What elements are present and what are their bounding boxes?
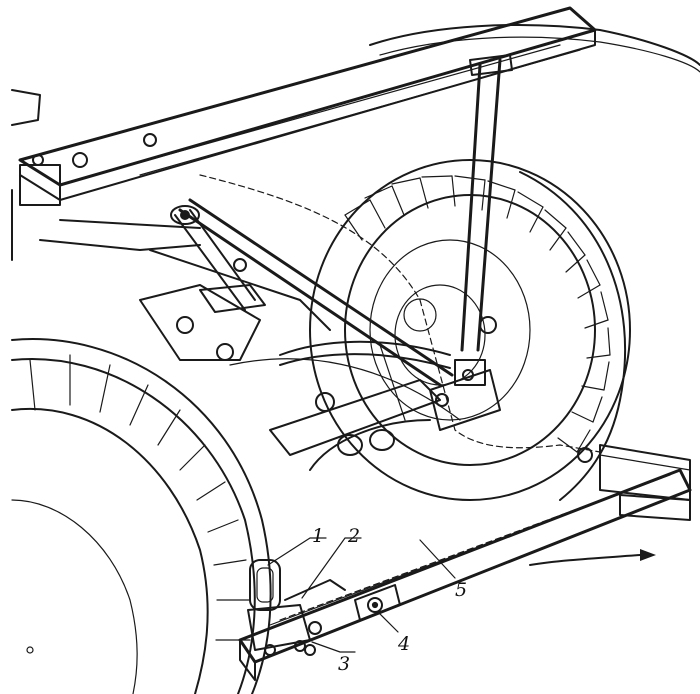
axle-housing [269, 379, 441, 471]
axle-bracket [429, 316, 501, 431]
spring-shackle [247, 559, 346, 656]
mounting-bracket [139, 258, 266, 361]
body-edge [11, 89, 41, 261]
callout-5: 5 [455, 579, 467, 601]
leaf-spring [229, 340, 461, 421]
clamp-bolt [354, 584, 401, 621]
upper-frame-rail [18, 6, 597, 206]
callout-1: 1 [312, 525, 324, 547]
front-wheel [11, 338, 272, 694]
callout-leaders [267, 537, 456, 653]
callout-4: 4 [397, 633, 410, 655]
brake-line [199, 174, 601, 453]
vertical-strut [460, 54, 513, 352]
callout-3: 3 [338, 653, 350, 675]
rotation-arrow [529, 549, 656, 566]
steering-links [39, 209, 331, 331]
rear-fender [369, 24, 700, 66]
callout-2: 2 [347, 525, 360, 547]
